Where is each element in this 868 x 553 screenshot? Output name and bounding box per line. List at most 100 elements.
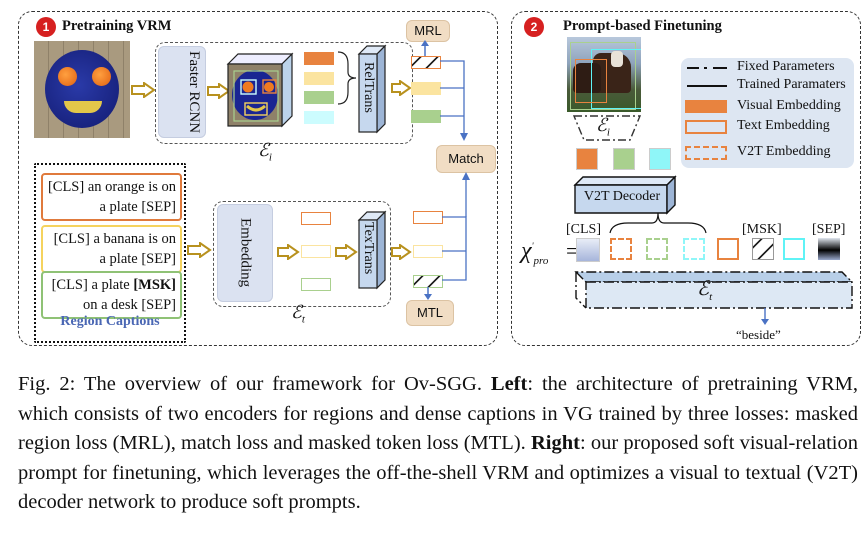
frozen-image-encoder-e: ℰ — [596, 115, 607, 135]
caption-right-text: : our proposed soft visual-relation prom… — [18, 432, 858, 513]
region-feature-green — [304, 91, 334, 104]
reltrans-label: RelTrans — [361, 62, 376, 113]
arrow-embedding-to-tokens — [277, 244, 300, 260]
caption-green-mask-token: [MSK] — [133, 277, 176, 293]
region-captions-box — [34, 163, 186, 343]
plate — [45, 50, 119, 128]
frozen-text-encoder-e: ℰ — [697, 278, 710, 300]
visual-embedding-orange — [576, 148, 598, 170]
legend-filled-swatch — [685, 100, 727, 113]
caption-left-text: : the architecture of pretraining VRM, w… — [18, 373, 858, 454]
legend-fixed-parameters: Fixed Parameters — [737, 59, 835, 74]
cow-face — [611, 51, 623, 67]
detected-regions-cube — [226, 52, 294, 128]
match-loss-box: Match — [436, 145, 496, 173]
token-msk — [752, 238, 774, 260]
prompt-symbol: χ'pro — [521, 238, 549, 267]
reltrans-block — [357, 44, 387, 134]
masked-region-output — [411, 56, 441, 69]
step-badge-2: 2 — [524, 17, 544, 37]
input-image-cows — [567, 37, 641, 112]
legend-text-embedding: Text Embedding — [737, 118, 830, 133]
frozen-text-encoder-symbol: ℰt — [697, 276, 712, 303]
region-to-match-connector — [440, 60, 468, 141]
faster-rcnn-block: Faster RCNN — [158, 46, 206, 138]
frozen-image-encoder-sub: i — [606, 126, 610, 139]
token-cls — [576, 238, 600, 262]
image-encoder-e: ℰ — [258, 140, 269, 160]
legend-visual-embedding: Visual Embedding — [737, 98, 841, 113]
caption-green-pre: [CLS] a plate — [51, 277, 134, 293]
banana — [64, 101, 102, 113]
v2t-decoder-label: V2T Decoder — [583, 189, 661, 204]
arrow-textrans-to-outputs — [391, 244, 412, 260]
embedding-block: Embedding — [217, 204, 273, 302]
region-captions-title: Region Captions — [60, 314, 160, 329]
caption-yellow: [CLS] a banana is on a plate [SEP] — [41, 225, 182, 273]
image-encoder-symbol: ℰi — [258, 140, 272, 164]
decoder-brace-icon — [609, 212, 707, 234]
arrow-to-output — [761, 308, 769, 325]
token-msk-label: [MSK] — [742, 222, 782, 237]
frozen-image-encoder — [572, 115, 642, 141]
token-cls-label: [CLS] — [566, 222, 601, 237]
caption-right-bold: Right — [530, 432, 580, 454]
prompt-chi: χ — [521, 238, 532, 264]
arrow-to-mrl — [421, 40, 429, 56]
caption-yellow-line1: [CLS] a banana is on — [53, 231, 176, 247]
caption-prefix: Fig. 2: The overview of our framework fo… — [18, 373, 491, 395]
arrow-tokens-to-textrans — [335, 244, 358, 260]
frozen-text-encoder — [574, 271, 854, 309]
box-cyan — [591, 49, 641, 109]
box-orange — [575, 59, 607, 103]
caption-green-line2: on a desk [SEP] — [82, 297, 176, 313]
step-badge-1: 1 — [36, 17, 56, 37]
brace-icon — [337, 51, 357, 105]
textrans-block — [357, 210, 387, 290]
text-output-orange — [413, 211, 443, 224]
caption-orange-line2: a plate [SEP] — [99, 199, 176, 215]
text-encoder-e: ℰ — [291, 302, 302, 322]
prompt-equals: = — [566, 238, 579, 263]
caption-left-bold: Left — [490, 373, 528, 395]
cow-left — [573, 63, 601, 93]
frozen-image-encoder-symbol: ℰi — [596, 115, 610, 139]
orange-right — [92, 67, 111, 86]
visual-embedding-green — [613, 148, 635, 170]
v2t-decoder-block — [573, 175, 677, 215]
finetuning-title: Prompt-based Finetuning — [563, 18, 722, 34]
caption-green-line1: [CLS] a plate [MSK] — [47, 275, 176, 295]
token-v2t-cyan — [683, 238, 705, 260]
mtl-loss-box: MTL — [406, 300, 454, 326]
legend-outline-swatch — [685, 120, 727, 134]
region-feature-cyan — [304, 111, 334, 124]
region-output-green — [411, 110, 441, 123]
figure-caption: Fig. 2: The overview of our framework fo… — [18, 370, 858, 518]
caption-orange-line1: [CLS] an orange is on — [47, 179, 176, 195]
legend-dashed-swatch — [685, 146, 727, 160]
text-encoder-symbol: ℰt — [291, 302, 305, 326]
predicted-relation-label: “beside” — [736, 327, 781, 342]
arrow-captions-to-embedding — [187, 242, 212, 258]
visual-embedding-cyan — [649, 148, 671, 170]
legend: Fixed Parameters Trained Paramaters Visu… — [681, 58, 854, 168]
image-encoder-sub: i — [268, 151, 272, 164]
text-encoder-box — [213, 201, 391, 307]
prompt-sub: pro — [533, 254, 549, 267]
token-text-orange — [717, 238, 739, 260]
pretraining-title: Pretraining VRM — [62, 18, 172, 34]
token-text-cyan — [783, 238, 805, 260]
token-v2t-green — [646, 238, 668, 260]
text-token-yellow — [301, 245, 331, 258]
token-sep-label: [SEP] — [812, 222, 846, 237]
finetuning-panel — [511, 11, 861, 346]
text-token-green — [301, 278, 331, 291]
region-output-yellow — [411, 82, 441, 95]
box-green — [570, 42, 636, 110]
faster-rcnn-label: Faster RCNN — [186, 50, 202, 134]
mrl-loss-box: MRL — [406, 20, 450, 42]
arrow-to-mtl — [424, 287, 432, 300]
caption-yellow-line2: a plate [SEP] — [99, 251, 176, 267]
arrow-image-to-rcnn — [131, 82, 156, 98]
legend-solid-swatch — [687, 85, 727, 87]
